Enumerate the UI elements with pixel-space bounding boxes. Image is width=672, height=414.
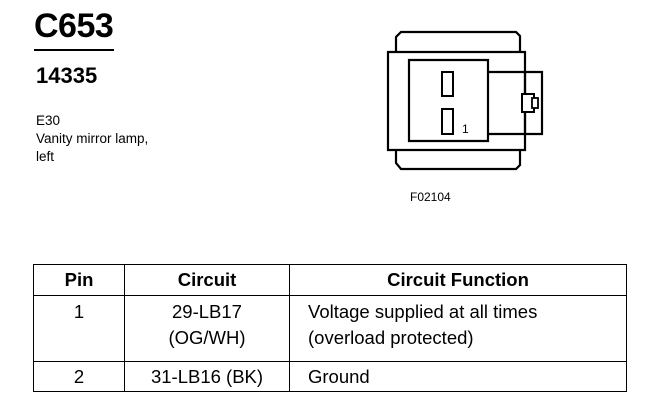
header-pin: Pin [33,264,125,296]
cell-pin: 2 [33,361,125,392]
table-row: 2 31-LB16 (BK) Ground [33,361,627,392]
cell-circuit-function: Ground [289,361,627,392]
connector-inner-face [407,58,490,143]
location-block: E30 Vanity mirror lamp, left [36,112,148,166]
connector-bottom-tab [394,150,522,171]
connector-top-tab [394,30,522,52]
pin-value: 2 [73,365,85,387]
cell-circuit: 29-LB17 (OG/WH) [124,295,290,362]
table-header-row: Pin Circuit Circuit Function [33,264,627,296]
terminal-cavity-2 [441,71,454,97]
pin-table: Pin Circuit Circuit Function 1 29-LB17 (… [33,264,627,392]
connector-housing [386,50,527,152]
title-underline [34,49,114,51]
connector-id: C653 [34,7,114,45]
cell-pin: 1 [33,295,125,362]
terminal-cavity-1 [441,108,454,135]
figure-code: F02104 [410,190,451,204]
function-note: (overload protected) [308,327,474,348]
cell-circuit-function: Voltage supplied at all times (overload … [289,295,627,362]
function-value: Voltage supplied at all times [308,301,538,322]
connector-lock-arm [488,70,544,136]
location-description-line1: Vanity mirror lamp, [36,131,149,146]
function-value: Ground [308,365,370,387]
circuit-value: 29-LB17 [172,301,242,322]
location-description-line2: left [36,149,55,164]
header-circuit: Circuit [124,264,290,296]
part-number: 14335 [36,63,98,88]
header-circuit-function: Circuit Function [289,264,627,296]
cell-circuit: 31-LB16 (BK) [124,361,290,392]
location-code: E30 [36,113,61,128]
lock-button-nub [531,97,539,109]
table-row: 1 29-LB17 (OG/WH) Voltage supplied at al… [33,295,627,362]
circuit-value: 31-LB16 (BK) [150,365,264,387]
circuit-color: (OG/WH) [168,327,246,348]
connector-face-diagram: 1 [386,30,544,171]
pin-1-label: 1 [462,122,469,136]
pin-value: 1 [73,301,85,322]
